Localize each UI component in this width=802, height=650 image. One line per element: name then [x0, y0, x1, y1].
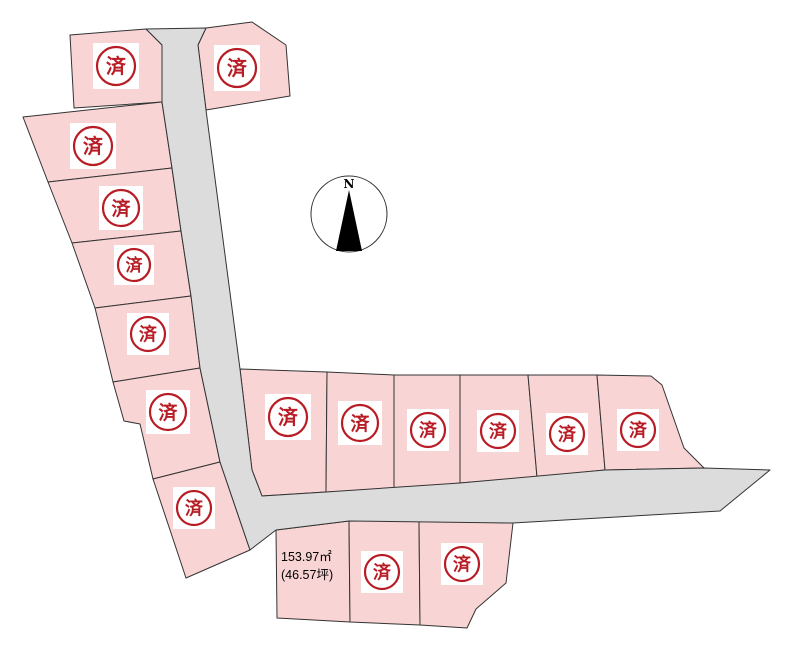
stamp-label: 済	[112, 197, 132, 220]
north-arrow-icon	[336, 190, 362, 251]
sold-stamp-west-5: 済	[146, 390, 190, 434]
sold-stamp-east-3: 済	[407, 409, 449, 451]
sold-stamp-east-6: 済	[617, 409, 659, 451]
stamp-background	[173, 487, 215, 529]
stamp-label: 済	[278, 405, 299, 429]
stamp-background	[361, 551, 403, 593]
stamp-label: 済	[106, 54, 127, 78]
stamp-label: 済	[83, 134, 104, 158]
available-lot-area-label: 153.97㎡ (46.57坪)	[281, 550, 333, 582]
stamp-background	[477, 410, 519, 452]
sold-stamp-west-2: 済	[99, 186, 143, 230]
stamp-background	[114, 245, 154, 285]
sold-stamp-east-2: 済	[338, 401, 382, 445]
stamp-ring-icon	[443, 545, 481, 583]
sold-stamp-west-6: 済	[173, 487, 215, 529]
stamp-ring-icon	[101, 188, 141, 228]
stamp-ring-icon	[340, 403, 380, 443]
stamp-background	[214, 45, 260, 91]
stamp-background	[441, 543, 483, 585]
stamp-background	[146, 390, 190, 434]
area-tsubo-text: (46.57坪)	[281, 568, 333, 582]
stamp-background	[93, 43, 139, 89]
stamp-label: 済	[453, 553, 472, 575]
stamp-ring-icon	[363, 553, 401, 591]
area-sqm-text: 153.97㎡	[281, 550, 332, 564]
stamp-label: 済	[373, 561, 392, 583]
sold-stamp-west-1: 済	[70, 123, 116, 169]
stamp-background	[338, 401, 382, 445]
stamp-label: 済	[159, 401, 179, 424]
stamp-background	[99, 186, 143, 230]
stamp-ring-icon	[175, 489, 213, 527]
stamp-background	[546, 413, 588, 455]
stamp-background	[407, 409, 449, 451]
stamp-label: 済	[489, 420, 508, 442]
stamp-ring-icon	[95, 45, 137, 87]
stamp-ring-icon	[267, 396, 309, 438]
stamp-label: 済	[419, 419, 438, 441]
stamp-ring-icon	[548, 415, 586, 453]
lots-layer	[22, 21, 705, 629]
stamp-ring-icon	[72, 125, 114, 167]
road	[145, 27, 771, 551]
stamp-ring-icon	[619, 411, 657, 449]
stamp-ring-icon	[116, 247, 152, 283]
sold-stamp-south-3: 済	[441, 543, 483, 585]
sold-stamp-east-1: 済	[265, 394, 311, 440]
stamp-ring-icon	[479, 412, 517, 450]
compass-north-label: N	[344, 177, 355, 191]
stamp-ring-icon	[129, 315, 167, 353]
north-compass: N	[310, 175, 388, 253]
stamp-label: 済	[185, 497, 204, 519]
sold-stamp-north-2: 済	[214, 45, 260, 91]
stamp-ring-icon	[216, 47, 258, 89]
stamp-background	[617, 409, 659, 451]
sold-stamp-north-1: 済	[93, 43, 139, 89]
stamp-label: 済	[351, 412, 371, 435]
sold-stamp-east-5: 済	[546, 413, 588, 455]
stamp-ring-icon	[409, 411, 447, 449]
sold-stamp-west-3: 済	[114, 245, 154, 285]
stamp-background	[70, 123, 116, 169]
sold-stamp-east-4: 済	[477, 410, 519, 452]
stamp-label: 済	[227, 56, 248, 80]
sold-stamp-west-4: 済	[127, 313, 169, 355]
stamp-background	[127, 313, 169, 355]
sold-stamps-layer: 済済済済済済済済済済済済済済済済	[70, 43, 659, 593]
stamp-background	[265, 394, 311, 440]
sold-stamp-south-2: 済	[361, 551, 403, 593]
stamp-label: 済	[629, 419, 648, 441]
stamp-label: 済	[139, 323, 158, 345]
stamp-label: 済	[126, 255, 143, 275]
stamp-ring-icon	[148, 392, 188, 432]
stamp-label: 済	[558, 423, 577, 445]
